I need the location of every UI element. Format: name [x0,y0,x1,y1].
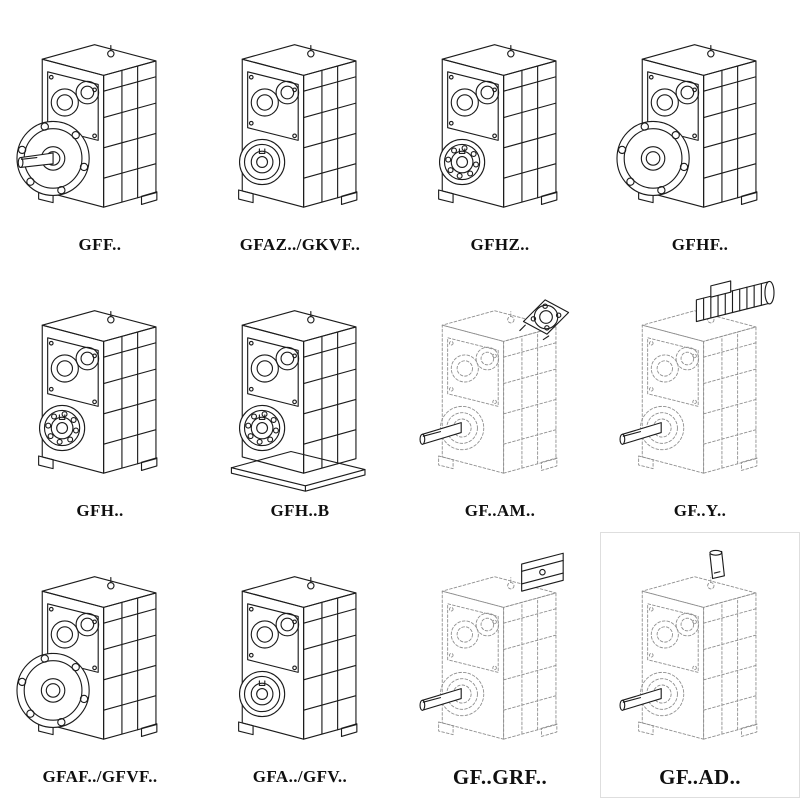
product-label: GFAZ../GKVF.. [239,235,361,254]
product-label: GFHZ.. [470,235,530,254]
product-cell: GFAZ../GKVF.. [200,0,400,266]
gearbox-illustration [200,536,400,760]
gearbox-illustration [600,4,800,228]
product-label: GFHF.. [671,235,729,254]
product-cell: GFAF../GFVF.. [0,532,200,798]
gearbox-illustration [400,270,600,494]
product-label: GF..GRF.. [452,764,548,789]
product-cell: GFF.. [0,0,200,266]
product-cell: GFHF.. [600,0,800,266]
product-cell: GF..AD.. [600,532,800,798]
product-cell: GFH..B [200,266,400,532]
product-label: GF..AD.. [659,764,741,789]
gearbox-illustration [400,4,600,228]
product-label: GF..AM.. [464,501,536,520]
product-cell: GF..AM.. [400,266,600,532]
product-cell: GFHZ.. [400,0,600,266]
gearbox-illustration [600,536,800,760]
product-label: GFF.. [78,235,122,254]
product-cell: GFA../GFV.. [200,532,400,798]
product-label: GFH.. [76,501,124,520]
product-label: GF..Y.. [673,501,727,520]
product-label: GFAF../GFVF.. [42,767,158,786]
gearbox-illustration [0,536,200,760]
gearbox-illustration [200,4,400,228]
gearbox-illustration [200,270,400,494]
gearbox-illustration [400,536,600,760]
product-label: GFA../GFV.. [252,767,348,786]
product-cell: GF..GRF.. [400,532,600,798]
product-cell: GFH.. [0,266,200,532]
product-cell: GF..Y.. [600,266,800,532]
gearbox-illustration [0,270,200,494]
gearbox-illustration [600,270,800,494]
product-label: GFH..B [270,501,330,520]
gearbox-illustration [0,4,200,228]
